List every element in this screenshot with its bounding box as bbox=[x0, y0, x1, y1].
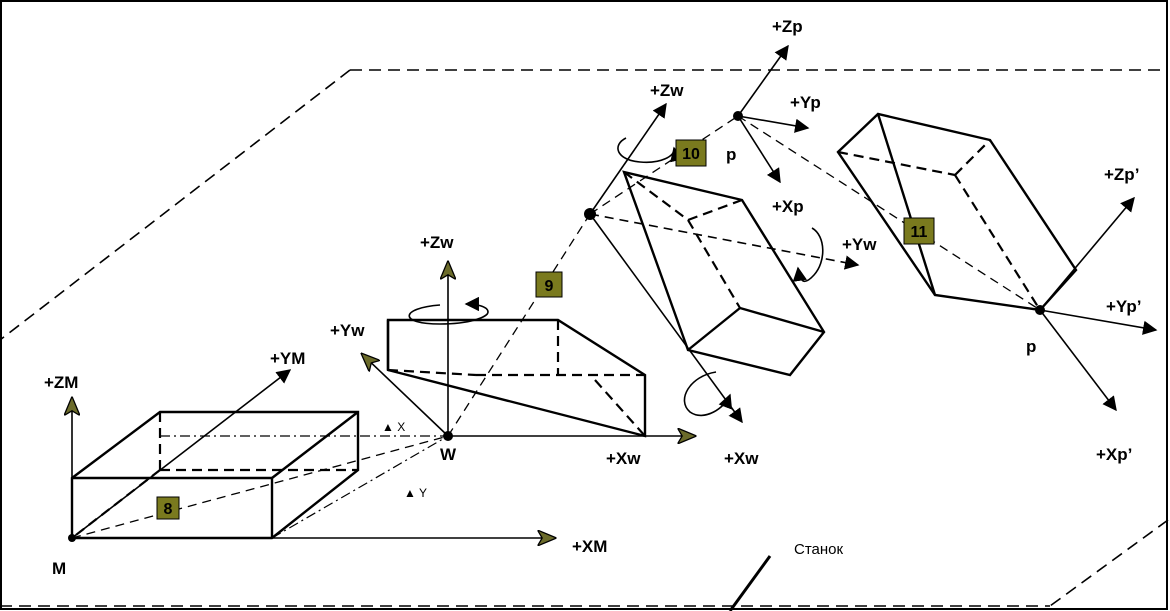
label-xm: +XM bbox=[572, 537, 607, 556]
rotated-to-p-vector bbox=[589, 115, 739, 215]
label-yp-prime: +Yp’ bbox=[1106, 297, 1141, 316]
part-prime-axes bbox=[1039, 196, 1158, 412]
label-dx: ▲ X bbox=[382, 420, 405, 434]
origin-p-prime-dot bbox=[1035, 305, 1045, 315]
svg-text:9: 9 bbox=[545, 278, 554, 295]
label-zw: +Zw bbox=[420, 233, 454, 252]
label-m: M bbox=[52, 559, 66, 578]
rotation-arrow-rotated-zw bbox=[617, 137, 685, 164]
part-box bbox=[836, 112, 1078, 312]
origin-m-dot bbox=[68, 534, 76, 542]
rotation-arrow-yw bbox=[792, 227, 824, 283]
label-ym: +YM bbox=[270, 349, 305, 368]
badge-8: 8 bbox=[156, 496, 180, 520]
machine-box bbox=[70, 410, 360, 540]
label-xp: +Xp bbox=[772, 197, 804, 216]
rotated-axes bbox=[589, 102, 860, 424]
origin-rotated-dot bbox=[584, 208, 596, 220]
label-rotated-yw: +Yw bbox=[842, 235, 877, 254]
workpiece-axes bbox=[362, 262, 695, 436]
svg-text:8: 8 bbox=[164, 501, 173, 518]
rotation-arrow-zw bbox=[408, 296, 489, 325]
label-rotated-zw: +Zw bbox=[650, 81, 684, 100]
workpiece-box-hidden bbox=[387, 320, 646, 437]
label-rotated-xw: +Xw bbox=[724, 449, 759, 468]
label-zm: +ZM bbox=[44, 373, 78, 392]
part-box-hidden bbox=[837, 139, 1041, 311]
offset-lines bbox=[160, 435, 449, 539]
machine-box-hidden bbox=[71, 412, 358, 539]
rotation-arrow-xw bbox=[683, 371, 733, 417]
table-callout-line bbox=[728, 555, 772, 611]
label-w: W bbox=[440, 445, 457, 464]
label-yw: +Yw bbox=[330, 321, 365, 340]
label-xp-prime: +Xp’ bbox=[1096, 445, 1132, 464]
svg-text:10: 10 bbox=[682, 146, 700, 163]
label-machine-table: Станок bbox=[794, 541, 844, 558]
rotated-box-hidden bbox=[623, 171, 743, 309]
origin-p-dot bbox=[733, 111, 743, 121]
label-zp: +Zp bbox=[772, 17, 803, 36]
badge-9: 9 bbox=[535, 271, 563, 298]
badge-11: 11 bbox=[903, 217, 935, 245]
m-to-w-vector bbox=[71, 435, 449, 539]
label-p: p bbox=[726, 145, 736, 164]
label-zp-prime: +Zp’ bbox=[1104, 165, 1139, 184]
part-axes bbox=[737, 44, 810, 184]
label-p-prime: p bbox=[1026, 337, 1036, 356]
machine-table-outline bbox=[0, 69, 1169, 607]
badge-10: 10 bbox=[675, 139, 707, 167]
workpiece-box bbox=[386, 318, 647, 438]
label-xw: +Xw bbox=[606, 449, 641, 468]
label-yp: +Yp bbox=[790, 93, 821, 112]
rotated-box bbox=[622, 170, 826, 377]
origin-w-dot bbox=[443, 431, 453, 441]
svg-text:11: 11 bbox=[911, 224, 928, 241]
label-dy: ▲ Y bbox=[404, 486, 427, 500]
